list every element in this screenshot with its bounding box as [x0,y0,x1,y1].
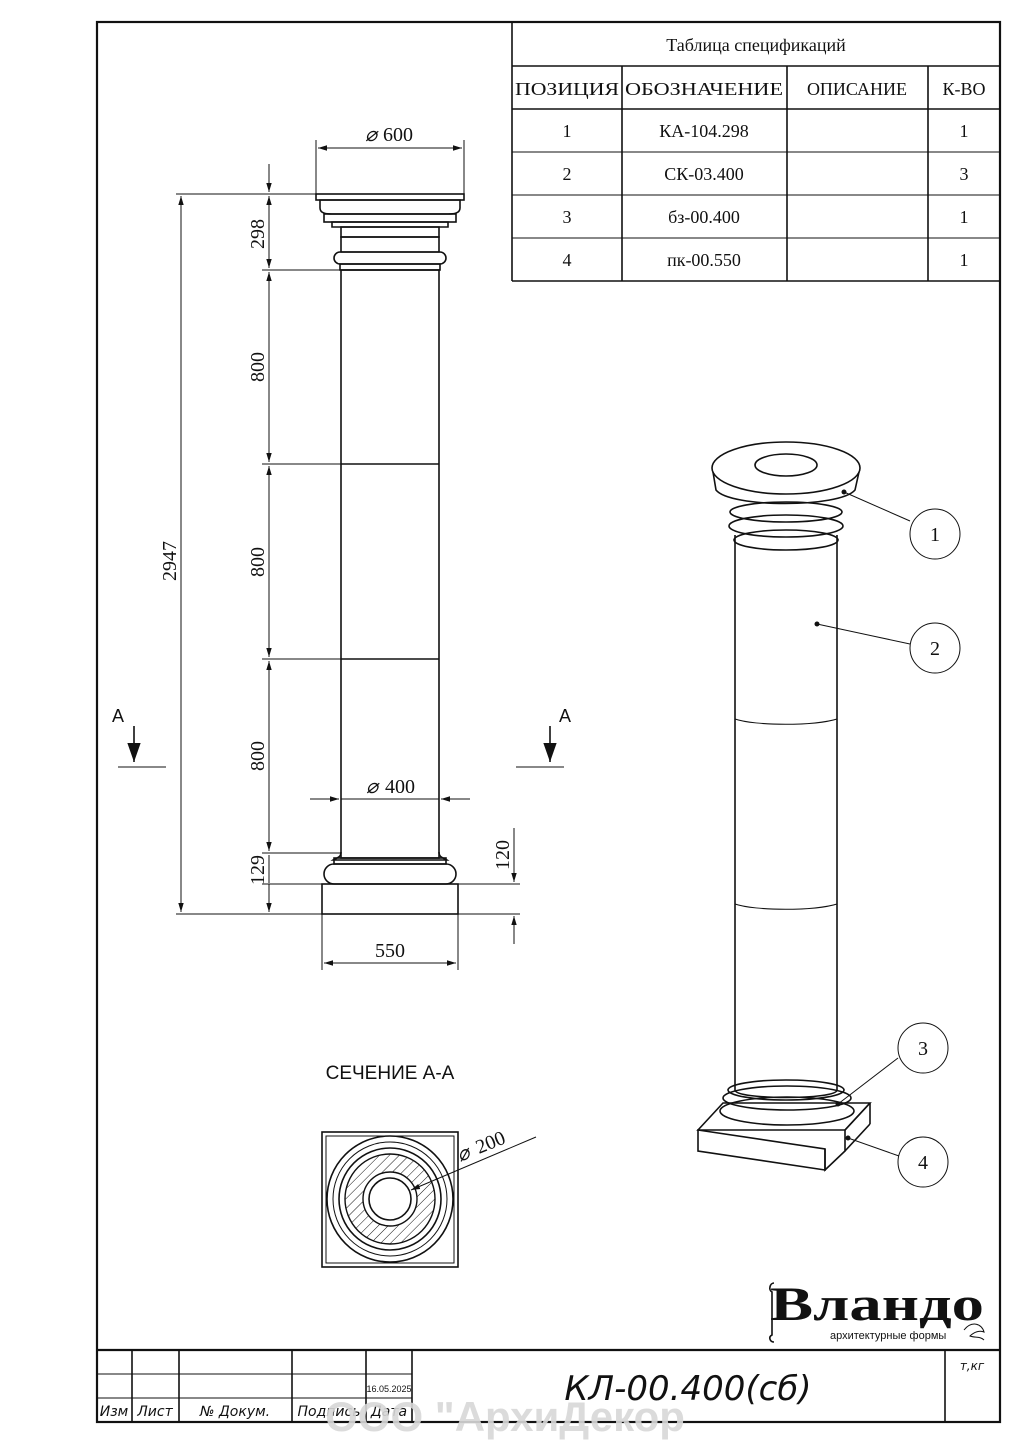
title-block: 16.05.2025 Изм Лист № Докум. Подпись Дат… [97,1348,1000,1440]
dim-capital-diameter-symbol: ⌀ [365,124,379,146]
col-label-date: Дата [370,1404,407,1420]
section-marker-left: А [112,706,166,768]
dim-shaft-diameter-symbol: ⌀ [366,776,380,798]
dim-section-height-2: 800 [247,547,269,577]
row-designation: СК-03.400 [664,164,744,184]
col-label-change: Изм [100,1404,129,1420]
callout-label-3: 3 [918,1038,928,1060]
callout-label-4: 4 [918,1152,928,1174]
dim-total-height: 2947 [159,541,181,581]
callout-circle-3 [897,1022,949,1074]
row-quantity: 1 [960,207,969,227]
dim-plinth-height: 129 [247,855,269,885]
callout-label-2: 2 [930,638,940,660]
table-row: 3 бз-00.400 1 [563,207,969,227]
brand-logo: Вландо архитектурные формы [769,1278,985,1343]
section-marker-right: А [516,706,571,768]
table-row: 1 КА-104.298 1 [563,121,969,141]
section-mark-right-letter: А [559,706,571,726]
row-position: 1 [563,121,572,141]
dim-section-height-1: 800 [247,352,269,382]
dim-capital-height: 298 [247,219,269,249]
section-mark-left-letter: А [112,706,124,726]
col-label-sheet: Лист [136,1404,173,1420]
header-position: ПОЗИЦИЯ [515,79,619,99]
row-designation: бз-00.400 [668,207,740,227]
col-label-document: № Докум. [199,1404,270,1420]
header-designation: ОБОЗНАЧЕНИЕ [625,79,783,99]
callout-circle-2 [909,622,961,674]
column-isometric-view [696,441,872,1172]
dim-section-height-3: 800 [247,741,269,771]
column-front-view [315,193,465,915]
brand-name: Вландо [770,1278,984,1331]
row-designation: КА-104.298 [659,121,749,141]
header-description: ОПИСАНИЕ [807,79,907,99]
dim-base-height: 120 [492,840,514,870]
front-dimensions: ⌀ 600 298 800 800 800 129 2947 ⌀ 400 [159,124,520,970]
title-date: 16.05.2025 [366,1384,411,1394]
section-view: СЕЧЕНИЕ А-А ⌀ 200 [321,1063,537,1268]
row-position: 2 [563,164,572,184]
row-position: 4 [563,250,572,270]
dim-capital-diameter: 600 [383,124,413,146]
mass-label: т,кг [960,1359,985,1373]
section-title: СЕЧЕНИЕ А-А [326,1063,455,1084]
row-designation: пк-00.550 [667,250,741,270]
watermark: ООО "АрхиДекор [325,1393,685,1440]
callout-circle-1 [909,508,961,560]
dim-bore-diameter: 200 [473,1127,509,1159]
callouts: 1 2 3 4 [814,489,961,1188]
row-quantity: 1 [960,121,969,141]
spec-table-title: Таблица спецификаций [666,35,846,55]
dim-shaft-diameter: 400 [385,776,415,798]
spec-table: Таблица спецификаций ПОЗИЦИЯ ОБОЗНАЧЕНИЕ… [511,22,1000,282]
callout-label-1: 1 [930,524,940,546]
table-row: 2 СК-03.400 3 [563,164,969,184]
row-quantity: 1 [960,250,969,270]
table-row: 4 пк-00.550 1 [563,250,969,270]
document-code: КЛ-00.400(сб) [564,1369,811,1409]
dim-base-width: 550 [375,940,405,962]
header-quantity: К-ВО [942,79,985,99]
row-quantity: 3 [960,164,969,184]
sheet-frame [95,20,1002,1424]
brand-tagline: архитектурные формы [830,1330,946,1342]
dim-bore-diameter-symbol: ⌀ [454,1141,475,1167]
callout-circle-4 [897,1136,949,1188]
row-position: 3 [563,207,572,227]
col-label-signature: Подпись [298,1404,361,1420]
